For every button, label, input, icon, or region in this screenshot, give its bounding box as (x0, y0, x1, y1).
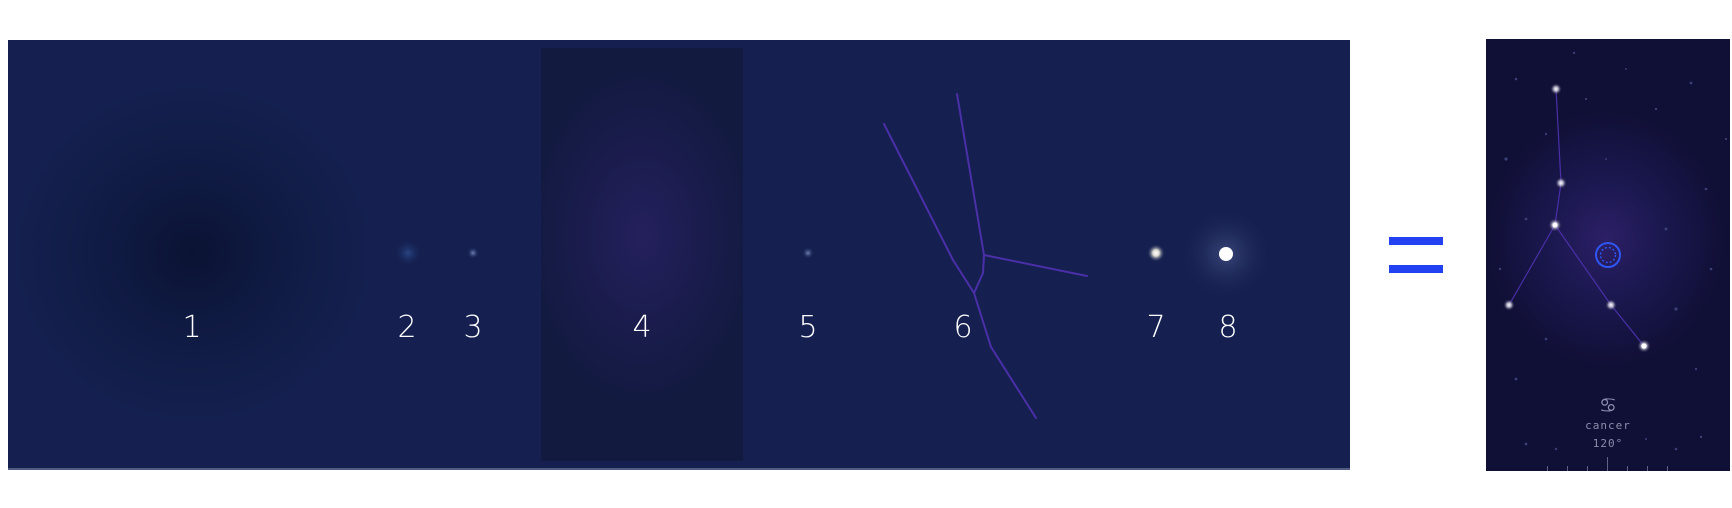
phone-constellation-stars (1503, 83, 1651, 353)
background-stars (1498, 51, 1728, 451)
layer-label-4: 4 (632, 310, 652, 345)
zodiac-degrees: 120° (1592, 437, 1624, 450)
layer-constellation-lines (883, 93, 1088, 419)
equals-bar-bottom (1389, 265, 1443, 273)
layer-dark-vignette (8, 40, 388, 470)
layer-bright-star (1219, 247, 1233, 261)
phone-constellation-lines (1508, 88, 1645, 347)
layer-small-star (467, 247, 479, 259)
layer-label-8: 8 (1218, 310, 1238, 345)
degree-ruler (1486, 457, 1730, 471)
layer-label-5: 5 (798, 310, 818, 345)
layers-graphics (394, 93, 1274, 419)
phone-sky (1498, 51, 1728, 451)
layer-label-1: 1 (182, 310, 202, 345)
composited-phone-screen: ♋ cancer 120° (1486, 39, 1730, 471)
cancer-zodiac-icon: ♋ (1599, 393, 1617, 417)
layer-faint-star (802, 247, 814, 259)
layers-breakdown-panel: 1 2 3 4 5 6 7 8 (8, 40, 1350, 470)
zodiac-sign-name: cancer (1585, 419, 1631, 432)
equals-bar-top (1389, 237, 1443, 245)
layer-blue-glow-dot (394, 239, 422, 267)
layer-purple-nebula-panel (541, 48, 743, 461)
layer-label-7: 7 (1146, 310, 1166, 345)
planet-ring-icon (1595, 242, 1621, 268)
layer-label-3: 3 (463, 310, 483, 345)
layer-medium-star (1147, 244, 1165, 262)
layer-label-6: 6 (953, 310, 973, 345)
layer-label-2: 2 (397, 310, 417, 345)
